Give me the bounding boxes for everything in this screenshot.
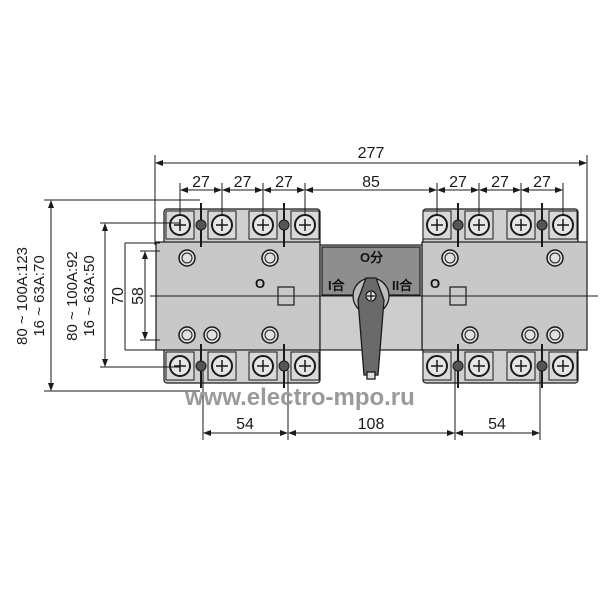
mounting-hole-icon [178, 249, 196, 267]
terminal-screw-icon [506, 210, 536, 240]
label-inner-height-16-63a: 16 ~ 63A:50 [81, 255, 98, 336]
label-outer-height-16-63a: 16 ~ 63A:70 [31, 255, 48, 336]
terminal-screw-icon [165, 351, 195, 381]
dim-bottom-left: 54 [236, 416, 254, 433]
terminal-screw-icon [422, 210, 452, 240]
mounting-hole-icon [178, 326, 196, 344]
dim-bottom-center: 108 [358, 416, 385, 433]
watermark: www.electro-mpo.ru [184, 384, 415, 411]
terminal-screw-icon [464, 210, 494, 240]
terminal-screw-icon [290, 210, 320, 240]
dim-pitch: 27 [491, 174, 509, 191]
mounting-hole-icon [441, 249, 459, 267]
small-screw-icon [536, 203, 548, 247]
terminal-screw-icon [248, 210, 278, 240]
dim-pitch: 85 [362, 174, 380, 191]
dim-height-58: 58 [130, 287, 147, 305]
terminal-screw-icon [548, 351, 578, 381]
terminal-screw-icon [290, 351, 320, 381]
terminal-screw-icon [207, 351, 237, 381]
mounting-hole-icon [203, 326, 221, 344]
dim-pitch: 27 [192, 174, 210, 191]
terminal-screw-icon [165, 210, 195, 240]
dim-pitch: 27 [275, 174, 293, 191]
dim-pitch: 27 [533, 174, 551, 191]
label-outer-height-80-100a: 80 ~ 100A:123 [14, 247, 31, 345]
mark-position-2: II合 [392, 278, 413, 293]
mark-off: O分 [360, 250, 383, 265]
small-screw-icon [452, 344, 464, 388]
small-screw-icon [536, 344, 548, 388]
terminals [165, 203, 578, 388]
terminal-screw-icon [248, 351, 278, 381]
mounting-hole-icon [261, 249, 279, 267]
terminal-screw-icon [422, 351, 452, 381]
mounting-hole-icon [461, 326, 479, 344]
pitch-dimensions [179, 183, 564, 215]
mounting-hole-icon [546, 249, 564, 267]
terminal-screw-icon [464, 351, 494, 381]
mounting-hole-icon [261, 326, 279, 344]
mark-left-o: O [255, 276, 265, 291]
small-screw-icon [195, 203, 207, 247]
dim-pitch: 27 [234, 174, 252, 191]
mark-position-1: I合 [328, 278, 346, 293]
small-screw-icon [278, 203, 290, 247]
dim-pitch: 27 [449, 174, 467, 191]
rotary-handle[interactable] [352, 277, 390, 380]
terminal-screw-icon [548, 210, 578, 240]
label-inner-height-80-100a: 80 ~ 100A:92 [64, 251, 81, 341]
height-dimensions [44, 199, 200, 392]
mark-right-o: O [430, 276, 440, 291]
terminal-screw-icon [207, 210, 237, 240]
bottom-dimensions [202, 370, 541, 440]
small-screw-icon [195, 344, 207, 388]
terminal-screw-icon [506, 351, 536, 381]
dim-overall-width: 277 [358, 145, 385, 162]
dim-height-70: 70 [110, 287, 127, 305]
mounting-hole-icon [521, 326, 539, 344]
dim-bottom-right: 54 [488, 416, 506, 433]
small-screw-icon [452, 203, 464, 247]
small-screw-icon [278, 344, 290, 388]
mounting-hole-icon [546, 326, 564, 344]
